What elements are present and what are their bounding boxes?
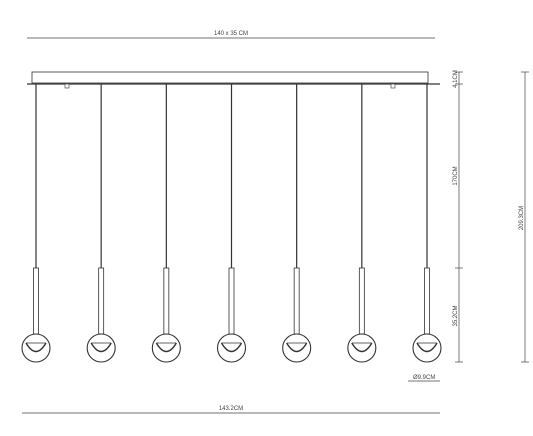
- total-height-label: 209.3CM: [519, 206, 525, 230]
- pendant-inner-shade: [351, 342, 373, 353]
- pendant-inner-shade: [155, 342, 177, 353]
- pendant-tube: [98, 267, 105, 335]
- pendant-tube: [163, 267, 170, 335]
- height-breakdown-dimension: 4.1CM 170CM 35.2CM: [453, 70, 463, 363]
- pendant-group: [21, 84, 442, 363]
- canopy-width-dimension: 140 x 35 CM: [27, 31, 435, 39]
- pendant-tube: [228, 267, 235, 335]
- pendant-globe: [282, 333, 312, 363]
- canopy-size-label: 140 x 35 CM: [214, 31, 248, 37]
- globe-diameter-dimension: Ø9.9CM: [408, 375, 440, 382]
- mount-bracket-left: [64, 83, 70, 89]
- pendant-tube: [358, 267, 365, 335]
- pendant-globe: [151, 333, 181, 363]
- pendant-globe: [86, 333, 116, 363]
- pendant-tube: [293, 267, 300, 335]
- pendant-inner-shade: [90, 342, 112, 353]
- pendant: [86, 84, 116, 363]
- pendant: [347, 84, 377, 363]
- pendant-globe: [347, 333, 377, 363]
- pendant-inner-shade: [220, 342, 243, 353]
- cable-length-label: 170CM: [453, 166, 459, 185]
- pendant-tube: [424, 267, 430, 335]
- pendant-inner-shade: [25, 342, 47, 353]
- canopy-height-label: 4.1CM: [453, 70, 459, 88]
- pendant: [412, 84, 442, 363]
- pendant-tube: [33, 267, 39, 335]
- pendant: [21, 84, 51, 363]
- pendant-globe: [216, 333, 247, 363]
- pendant-inner-shade: [416, 342, 438, 353]
- total-width-dimension: 143.2CM: [22, 406, 440, 414]
- total-height-dimension: 209.3CM: [519, 71, 529, 363]
- shade-height-label: 35.2CM: [453, 305, 459, 326]
- pendant: [216, 84, 247, 363]
- pendant: [151, 84, 181, 363]
- pendant: [282, 84, 312, 363]
- pendant-globe: [412, 333, 442, 363]
- canopy: [27, 71, 440, 89]
- total-width-label: 143.2CM: [219, 406, 243, 412]
- pendant-globe: [21, 333, 51, 363]
- pendant-inner-shade: [286, 342, 308, 353]
- globe-diameter-label: Ø9.9CM: [413, 375, 435, 381]
- mount-bracket-right: [390, 83, 396, 89]
